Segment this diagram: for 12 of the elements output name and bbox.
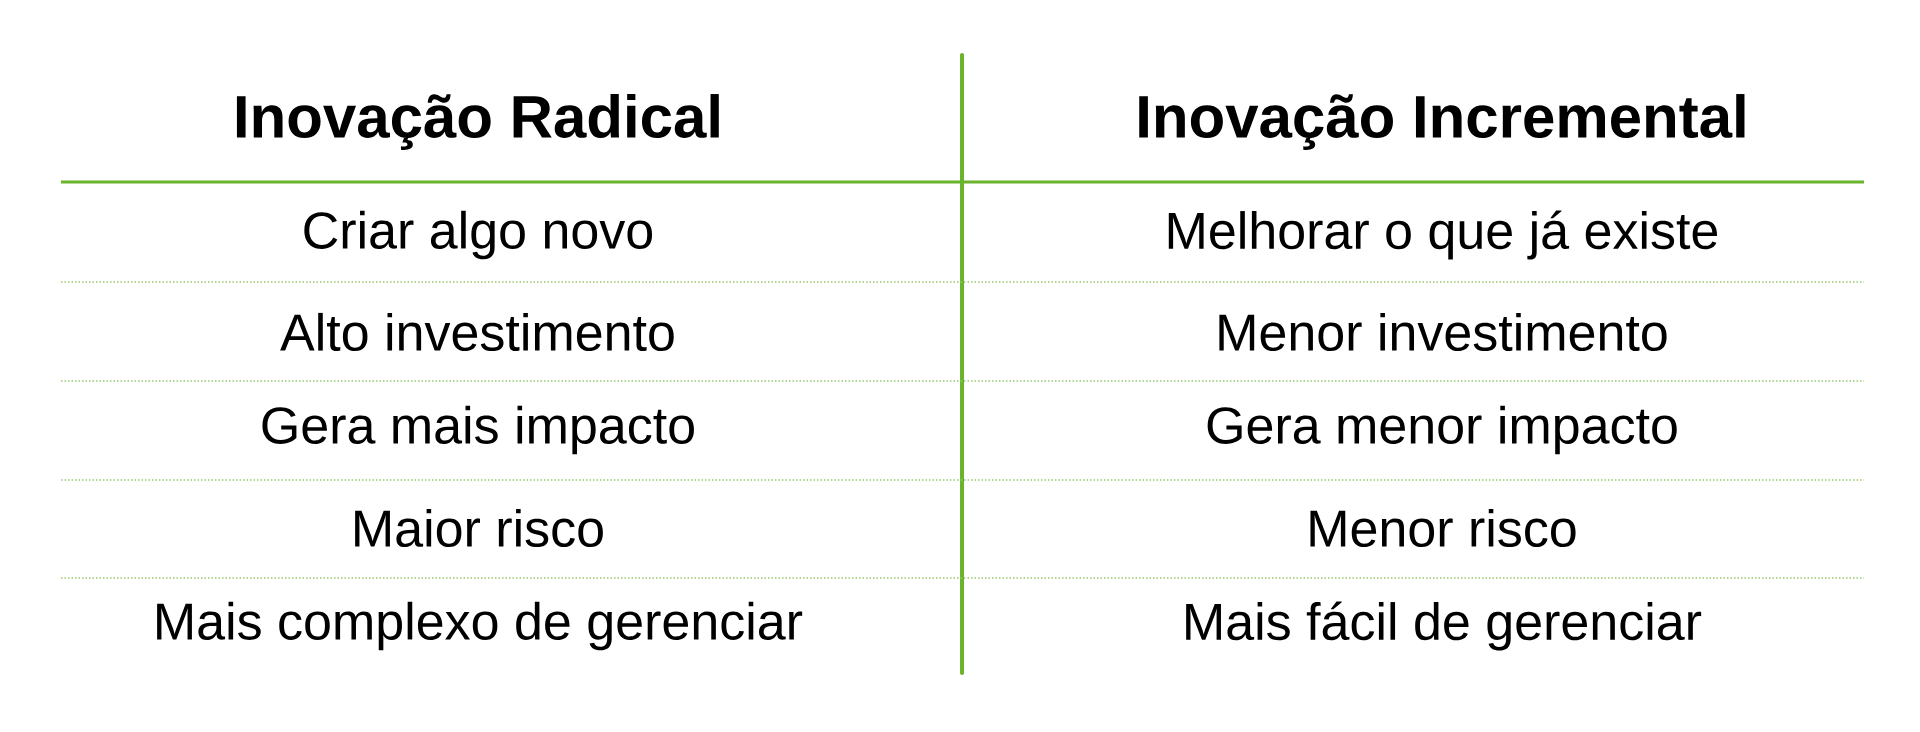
column-header: Inovação Incremental: [1139, 94, 1745, 150]
table-cell: Gera mais impacto: [262, 405, 694, 455]
table-cell: Menor risco: [1310, 508, 1576, 548]
table-cell: Mais fácil de gerenciar: [1186, 601, 1702, 651]
table-cell: Gera menor impacto: [1207, 405, 1677, 455]
column-header: Inovação Radical: [236, 94, 719, 150]
table-cell: Mais complexo de gerenciar: [157, 601, 803, 651]
table-cell: Criar algo novo: [304, 210, 653, 260]
table-cell: Alto investimento: [280, 312, 674, 352]
table-cell: Maior risco: [355, 508, 603, 548]
table-cell: Melhorar o que já existe: [1168, 210, 1718, 260]
table-cell: Menor investimento: [1219, 312, 1667, 352]
